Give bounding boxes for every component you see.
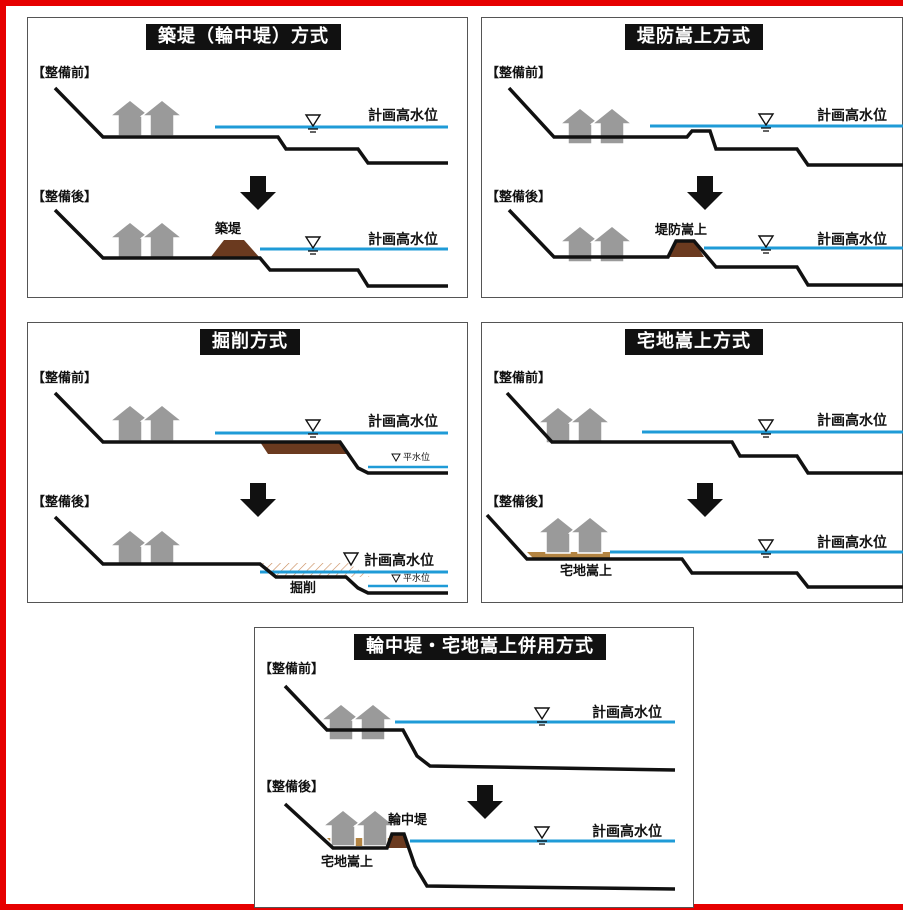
- before-label: 【整備前】: [486, 66, 552, 81]
- plan-water-level-label: 計画高水位: [368, 414, 438, 430]
- ground-line: [53, 391, 448, 475]
- plan-water-level-label: 計画高水位: [592, 705, 662, 721]
- houses-icon: [537, 516, 611, 554]
- water-level-icon: [342, 552, 360, 567]
- plan-water-level-label: 計画高水位: [368, 108, 438, 124]
- raised-levee-fill: [668, 241, 704, 257]
- before-section: [507, 86, 903, 167]
- after-label: 【整備後】: [32, 190, 98, 205]
- down-arrow-icon: [467, 785, 503, 819]
- water-level-icon: [758, 113, 774, 132]
- down-arrow-icon: [687, 176, 723, 210]
- water-level-icon: [534, 826, 550, 845]
- before-label: 【整備前】: [32, 66, 98, 81]
- plan-water-level-label: 計画高水位: [817, 108, 887, 124]
- ground-line: [283, 802, 676, 891]
- raised-land-label: 宅地嵩上: [560, 564, 613, 579]
- panel-title: 堤防嵩上方式: [625, 24, 763, 50]
- panel-title: 築堤（輪中堤）方式: [146, 24, 341, 50]
- plan-water-level-label: 計画高水位: [817, 232, 887, 248]
- panel-kussaku: 掘削方式 【整備前】 計画高水位 平水位 【整備後】 計画高水位 平水位 掘削: [27, 322, 468, 603]
- plan-water-level-label: 計画高水位: [364, 553, 434, 569]
- panel-heiyou: 輪中堤・宅地嵩上併用方式 【整備前】 計画高水位 【整備後】 輪中堤 計画高水位…: [254, 627, 694, 908]
- after-section: [53, 208, 448, 288]
- after-section: [485, 513, 903, 589]
- panel-teibou-kasaage-diagram: [507, 86, 903, 287]
- water-level-icon: [305, 236, 321, 255]
- after-section: [507, 208, 903, 287]
- after-label: 【整備後】: [259, 780, 325, 795]
- panel-takuchi-kasaage-diagram: [485, 391, 903, 589]
- panel-takuchi-kasaage: 宅地嵩上方式 【整備前】 計画高水位 【整備後】 計画高水位 宅地嵩上: [481, 322, 903, 603]
- panel-title: 輪中堤・宅地嵩上併用方式: [354, 634, 606, 660]
- ring-levee-label: 輪中堤: [388, 813, 428, 828]
- plan-water-level-label: 計画高水位: [817, 413, 887, 429]
- ground-line: [507, 86, 903, 167]
- before-label: 【整備前】: [486, 371, 552, 386]
- ground-line: [507, 208, 903, 287]
- water-level-icon: [758, 539, 774, 558]
- normal-water-level-label: 平水位: [403, 453, 431, 463]
- panel-title: 掘削方式: [200, 329, 300, 355]
- after-section: [283, 802, 676, 891]
- before-label: 【整備前】: [259, 662, 325, 677]
- panel-chikutei-diagram: [53, 86, 448, 288]
- before-section: [53, 391, 448, 475]
- water-level-icon: [758, 235, 774, 254]
- houses-icon: [109, 99, 183, 137]
- excavated-area: [260, 563, 370, 577]
- panel-teibou-kasaage: 堤防嵩上方式 【整備前】 計画高水位 【整備後】 堤防嵩上 計画高水位: [481, 17, 903, 298]
- water-level-icon: [305, 419, 321, 438]
- ground-line: [53, 515, 448, 595]
- panel-chikutei: 築堤（輪中堤）方式 【整備前】 計画高水位 【整備後】 築堤 計画高水位: [27, 17, 468, 298]
- ground-line: [53, 86, 448, 165]
- levee-fill: [210, 240, 260, 258]
- before-label: 【整備前】: [32, 371, 98, 386]
- excavation-fill: [260, 442, 350, 454]
- normal-water-level-icon: [391, 453, 401, 462]
- down-arrow-icon: [240, 176, 276, 210]
- houses-icon: [320, 703, 394, 741]
- water-level-icon: [305, 114, 321, 133]
- houses-icon: [109, 221, 183, 259]
- down-arrow-icon: [687, 483, 723, 517]
- after-section: [53, 515, 448, 595]
- raised-land-label: 宅地嵩上: [321, 855, 374, 870]
- panel-heiyou-diagram: [283, 684, 676, 891]
- after-label: 【整備後】: [486, 495, 552, 510]
- water-level-icon: [758, 419, 774, 438]
- ground-line: [485, 513, 903, 589]
- down-arrow-icon: [240, 483, 276, 517]
- excavation-label: 掘削: [290, 581, 317, 596]
- before-section: [505, 391, 903, 475]
- before-section: [53, 86, 448, 165]
- water-level-icon: [534, 707, 550, 726]
- houses-icon: [109, 404, 183, 442]
- before-section: [283, 684, 676, 772]
- after-label: 【整備後】: [486, 190, 552, 205]
- ground-line: [283, 684, 676, 772]
- panel-title: 宅地嵩上方式: [625, 329, 763, 355]
- plan-water-level-label: 計画高水位: [592, 824, 662, 840]
- after-label: 【整備後】: [32, 495, 98, 510]
- normal-water-level-label: 平水位: [403, 574, 431, 584]
- ground-line: [505, 391, 903, 475]
- levee-label: 築堤: [215, 222, 242, 237]
- raised-levee-label: 堤防嵩上: [655, 223, 708, 238]
- houses-icon: [109, 529, 183, 567]
- ground-line: [53, 208, 448, 288]
- normal-water-level-icon: [391, 574, 401, 583]
- plan-water-level-label: 計画高水位: [368, 232, 438, 248]
- plan-water-level-label: 計画高水位: [817, 535, 887, 551]
- panel-kussaku-diagram: [53, 391, 448, 595]
